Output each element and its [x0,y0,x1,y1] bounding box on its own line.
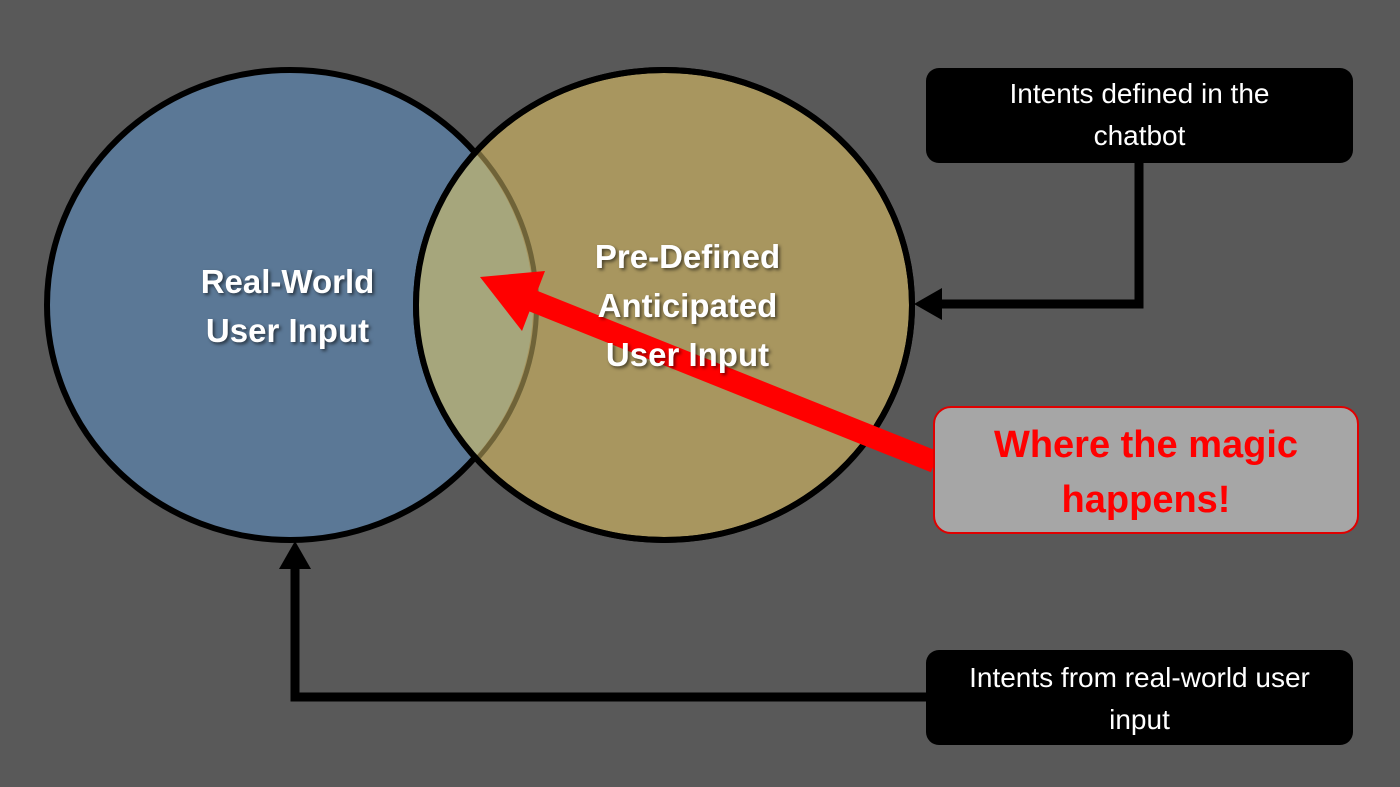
callout-real-world-intents: Intents from real-world user input [926,650,1353,745]
magic-pointer-line [523,288,940,473]
callout-bottom-line2: input [1109,704,1170,735]
real-world-label-line1: Real-World [200,263,375,300]
predefined-circle-outline [413,67,915,543]
magic-highlight-box: Where the magic happens! [933,406,1359,534]
arrowhead-left-circle [279,541,311,569]
callout-top-line1: Intents defined in the [1009,78,1270,109]
callout-top-line2: chatbot [1093,120,1186,151]
arrowhead-right-circle [914,288,942,320]
connector-bottom [290,565,926,702]
magic-line2: happens! [1061,479,1231,521]
real-world-label-line2: User Input [205,312,370,349]
connector-top [940,163,1144,309]
predefined-label-line1: Pre-Defined [594,238,781,275]
callout-bottom-line1: Intents from real-world user [969,662,1310,693]
predefined-label: Pre-Defined Anticipated User Input [545,232,830,379]
magic-line1: Where the magic [993,424,1299,466]
magic-pointer-head [480,271,545,331]
predefined-label-line2: Anticipated [597,287,778,324]
predefined-label-line3: User Input [605,336,770,373]
callout-chatbot-intents: Intents defined in the chatbot [926,68,1353,163]
real-world-label: Real-World User Input [150,257,425,355]
